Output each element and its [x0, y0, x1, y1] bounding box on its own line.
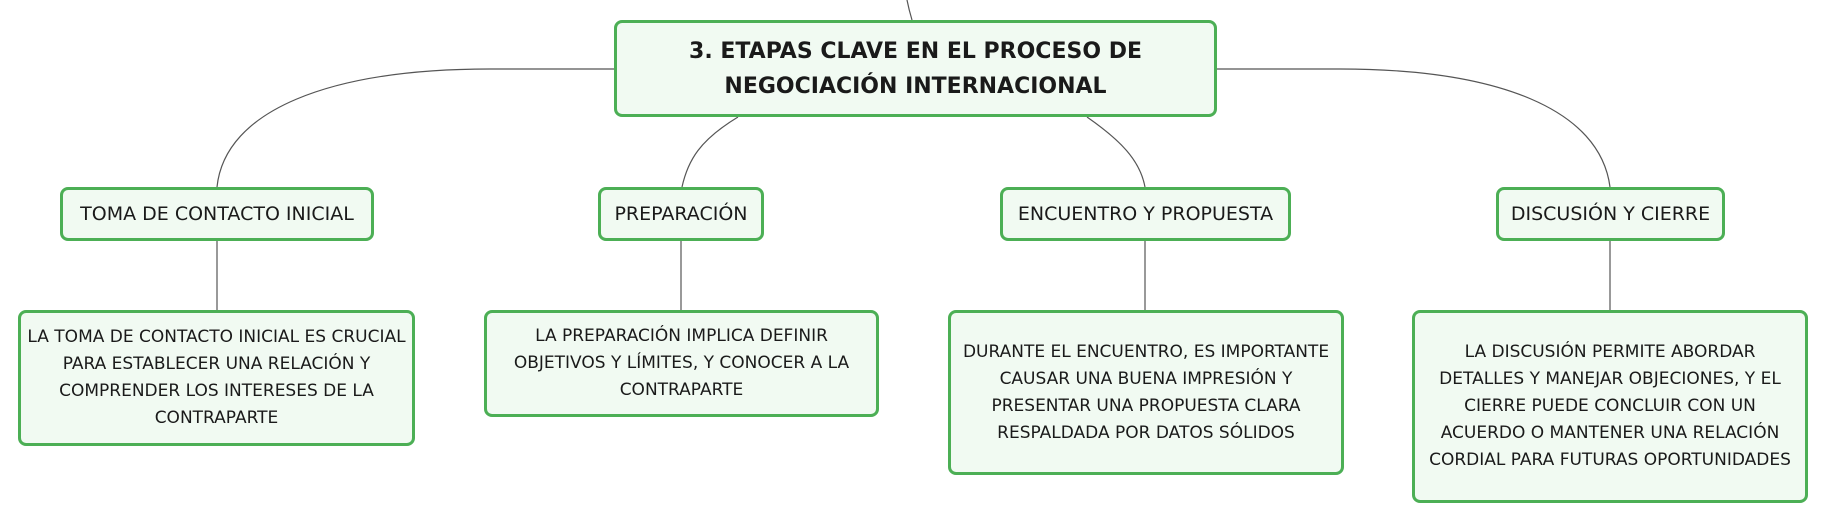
connector-parent-to-root: [906, 0, 913, 21]
connector-root-to-preparacion: [681, 116, 739, 188]
connector-root-to-toma: [216, 68, 614, 188]
branch-label: DISCUSIÓN Y CIERRE: [1510, 203, 1711, 225]
detail-discusion-cierre[interactable]: LA DISCUSIÓN PERMITE ABORDAR DETALLES Y …: [1412, 310, 1808, 503]
connector-root-to-discusion: [1217, 68, 1611, 188]
detail-encuentro-propuesta[interactable]: DURANTE EL ENCUENTRO, ES IMPORTANTE CAUS…: [948, 310, 1344, 475]
branch-label: TOMA DE CONTACTO INICIAL: [80, 203, 354, 225]
detail-text: LA TOMA DE CONTACTO INICIAL ES CRUCIAL P…: [27, 327, 406, 428]
detail-preparacion[interactable]: LA PREPARACIÓN IMPLICA DEFINIR OBJETIVOS…: [484, 310, 879, 417]
branch-label: ENCUENTRO Y PROPUESTA: [1017, 203, 1274, 225]
branch-toma-de-contacto[interactable]: TOMA DE CONTACTO INICIAL: [60, 187, 374, 241]
root-title: 3. ETAPAS CLAVE EN EL PROCESO DE NEGOCIA…: [689, 38, 1142, 99]
connector-root-to-encuentro: [1086, 116, 1146, 188]
branch-encuentro-propuesta[interactable]: ENCUENTRO Y PROPUESTA: [1000, 187, 1291, 241]
detail-text: LA PREPARACIÓN IMPLICA DEFINIR OBJETIVOS…: [513, 326, 850, 400]
root-node[interactable]: 3. ETAPAS CLAVE EN EL PROCESO DE NEGOCIA…: [614, 20, 1217, 117]
branch-preparacion[interactable]: PREPARACIÓN: [598, 187, 764, 241]
detail-text: DURANTE EL ENCUENTRO, ES IMPORTANTE CAUS…: [962, 341, 1330, 443]
branch-discusion-cierre[interactable]: DISCUSIÓN Y CIERRE: [1496, 187, 1725, 241]
detail-text: LA DISCUSIÓN PERMITE ABORDAR DETALLES Y …: [1429, 342, 1791, 470]
detail-toma-de-contacto[interactable]: LA TOMA DE CONTACTO INICIAL ES CRUCIAL P…: [18, 310, 415, 446]
branch-label: PREPARACIÓN: [614, 203, 748, 225]
